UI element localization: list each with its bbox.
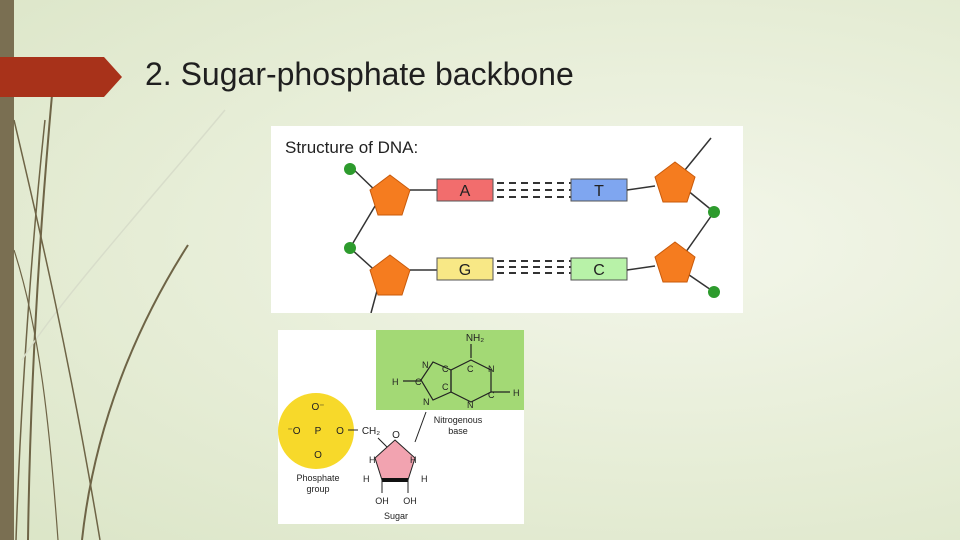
svg-text:O⁻: O⁻	[311, 402, 324, 413]
svg-text:C: C	[488, 390, 495, 400]
svg-text:A: A	[460, 183, 471, 200]
svg-text:C: C	[415, 377, 422, 387]
svg-text:N: N	[488, 364, 495, 374]
svg-text:C: C	[442, 382, 449, 392]
svg-text:⁻O: ⁻O	[287, 426, 300, 437]
svg-text:O: O	[392, 430, 400, 441]
svg-text:G: G	[459, 262, 471, 279]
svg-text:N: N	[423, 397, 430, 407]
svg-text:T: T	[594, 183, 604, 200]
svg-text:Phosphate: Phosphate	[296, 473, 339, 483]
svg-text:group: group	[306, 484, 329, 494]
svg-text:OH: OH	[375, 496, 389, 506]
svg-text:N: N	[422, 360, 429, 370]
dna-heading: Structure of DNA:	[285, 138, 418, 157]
slide-title: 2. Sugar-phosphate backbone	[145, 56, 574, 92]
svg-text:H: H	[363, 474, 370, 484]
dna-structure-diagram: Structure of DNA: A T	[271, 126, 743, 314]
svg-text:P: P	[315, 426, 322, 437]
svg-text:N: N	[467, 400, 474, 410]
title-accent-arrow	[0, 57, 122, 97]
phosphate-group-circle	[278, 393, 354, 469]
sugar-ring	[374, 439, 416, 481]
sidebar-stripe	[0, 0, 14, 540]
base-c	[570, 257, 628, 281]
sugar-pentagon	[369, 174, 411, 216]
svg-text:H: H	[392, 377, 399, 387]
svg-text:NH₂: NH₂	[466, 333, 484, 344]
svg-text:Sugar: Sugar	[384, 511, 408, 521]
phosphate-dot	[344, 163, 356, 175]
svg-text:H: H	[513, 388, 520, 398]
sugar-pentagon	[369, 254, 411, 296]
phosphate-dot	[344, 242, 356, 254]
svg-text:H: H	[421, 474, 428, 484]
svg-text:O: O	[314, 450, 322, 461]
svg-text:H: H	[410, 455, 417, 465]
base-a	[436, 178, 494, 202]
svg-text:CH₂: CH₂	[362, 426, 380, 437]
svg-text:base: base	[448, 426, 468, 436]
base-g	[436, 257, 494, 281]
phosphate-dot	[708, 206, 720, 218]
nucleotide-diagram: NH₂ N C C N C C C N N H H Nitrogenous ba…	[278, 330, 524, 524]
svg-text:H: H	[369, 455, 376, 465]
sugar-pentagon	[654, 241, 696, 283]
phosphate-dot	[708, 286, 720, 298]
svg-text:Nitrogenous: Nitrogenous	[434, 415, 483, 425]
decorative-lines	[13, 94, 226, 540]
svg-text:OH: OH	[403, 496, 417, 506]
svg-text:C: C	[593, 262, 605, 279]
svg-text:C: C	[442, 364, 449, 374]
sugar-pentagon	[654, 161, 696, 203]
svg-text:O: O	[336, 426, 344, 437]
svg-text:C: C	[467, 364, 474, 374]
